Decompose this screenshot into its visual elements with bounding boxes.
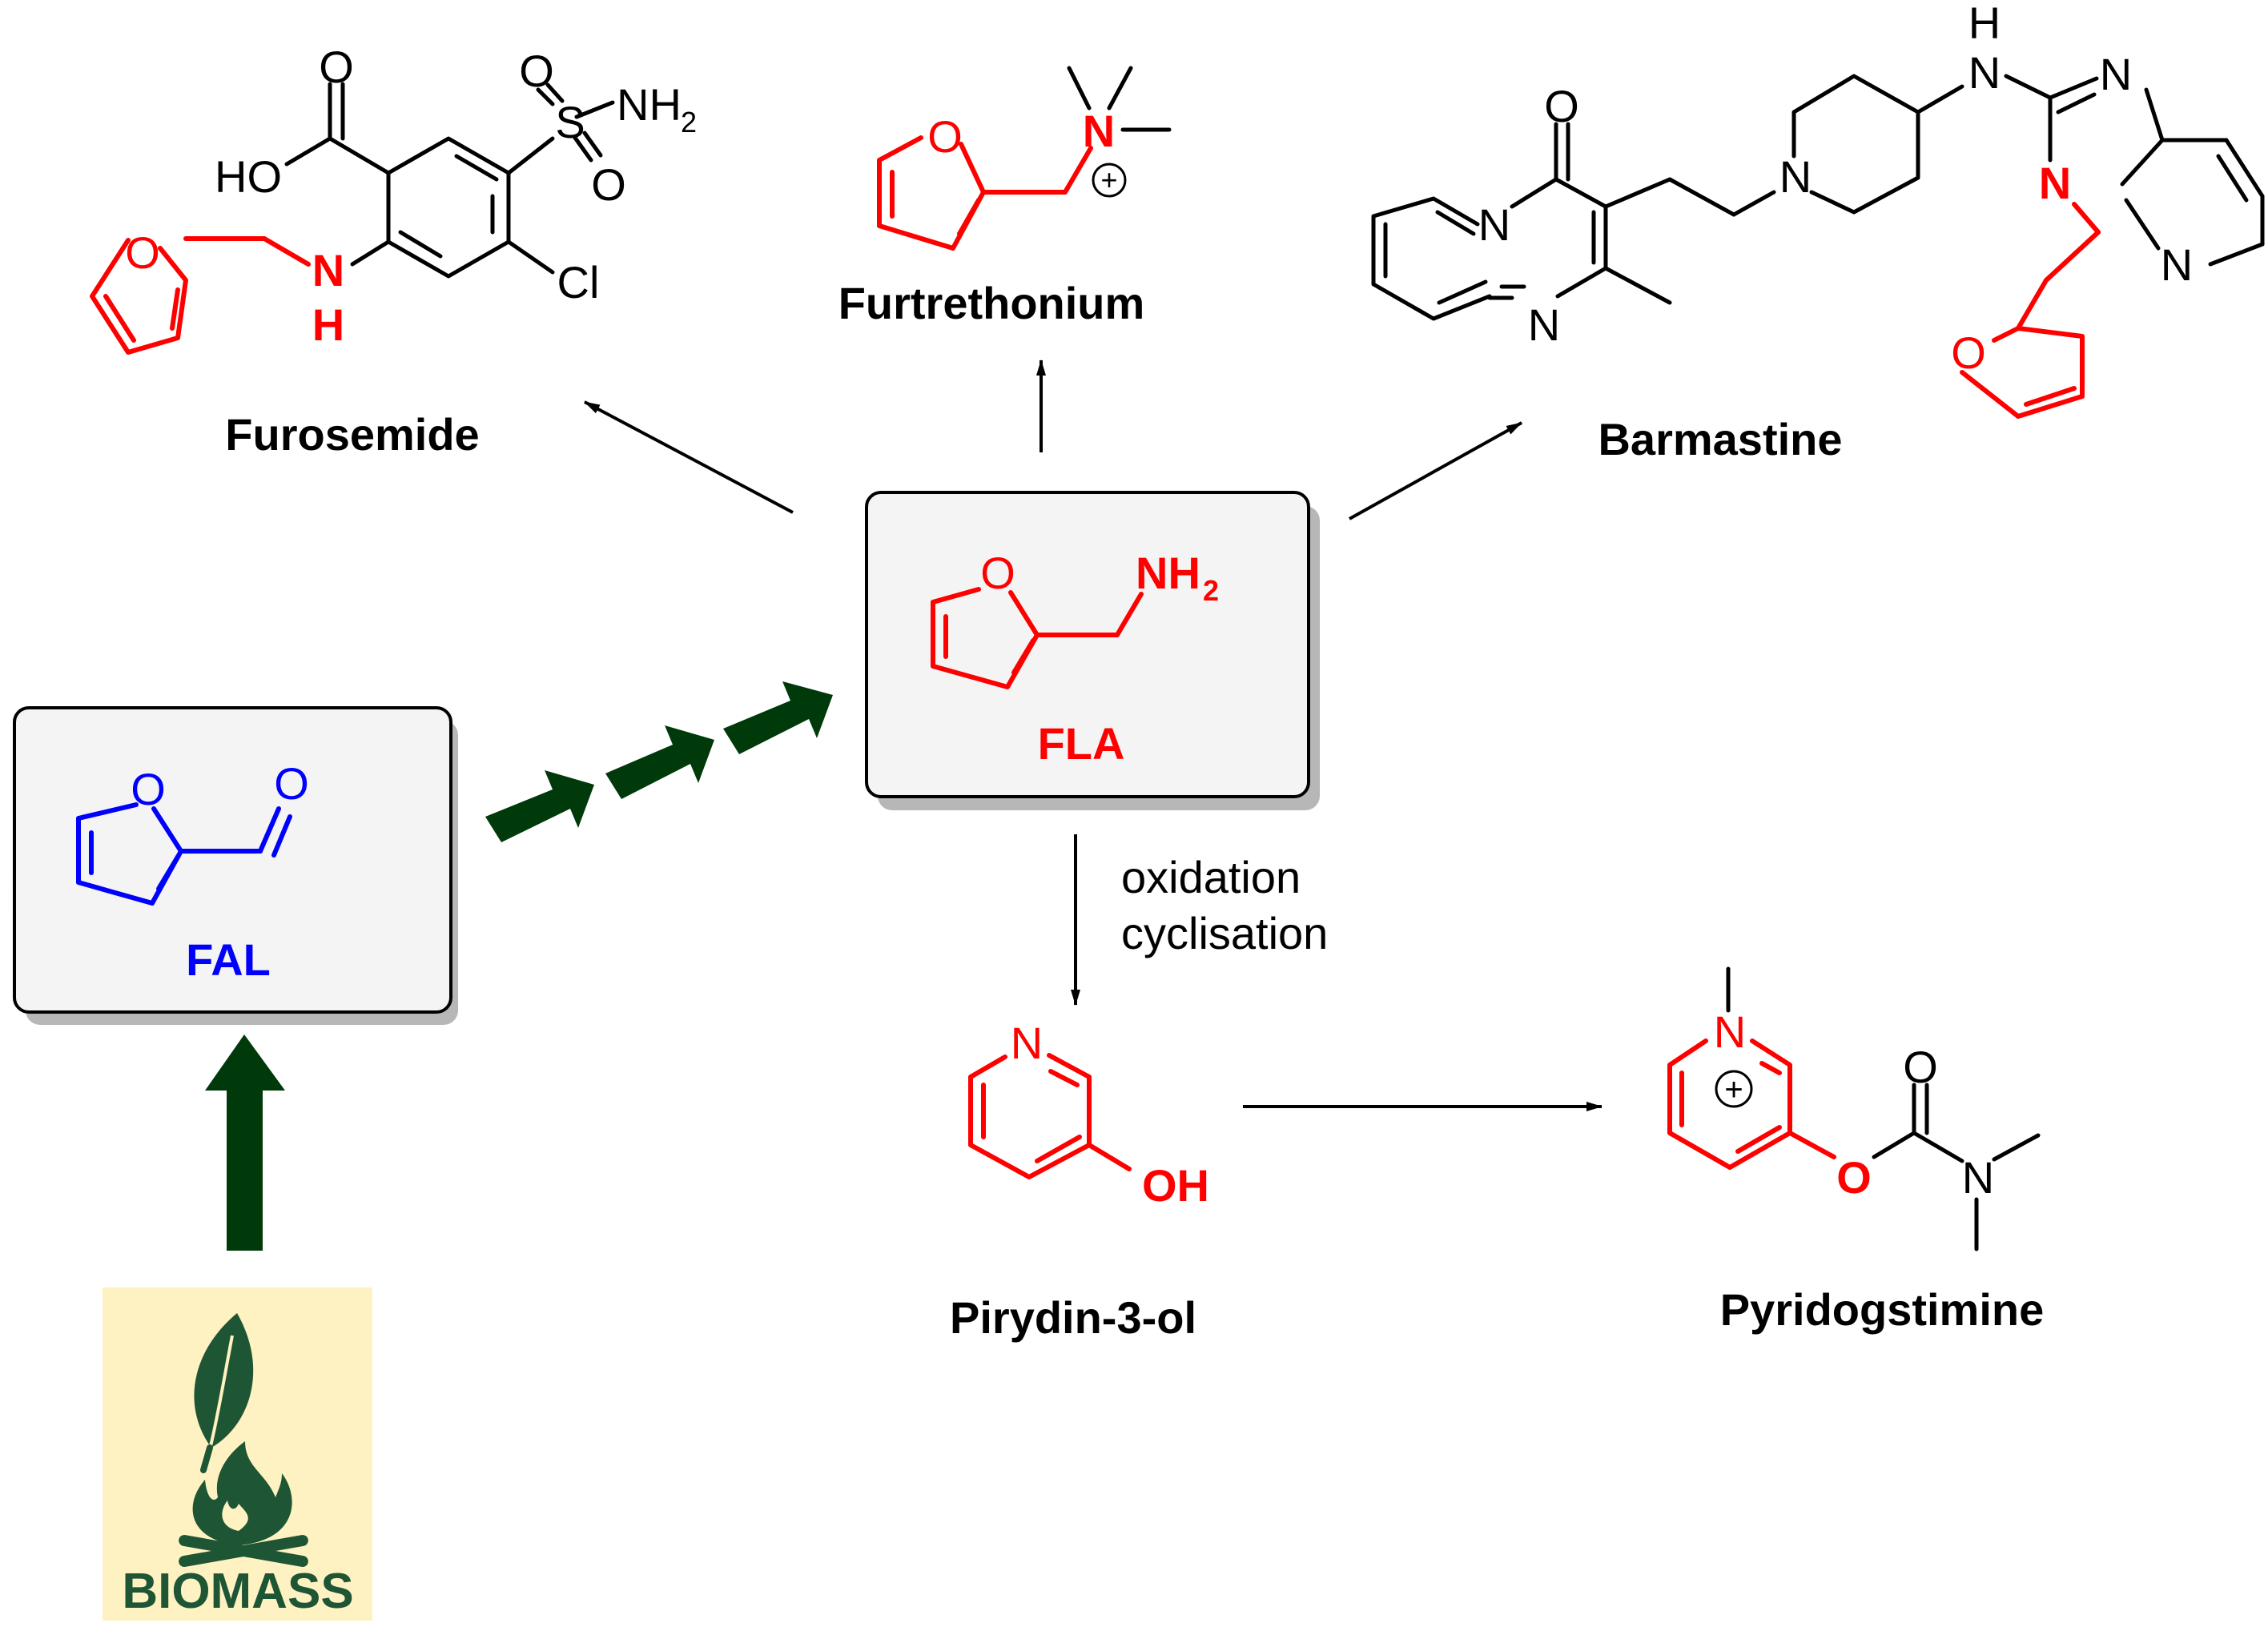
green-arrows-fal-to-fla: [485, 681, 833, 842]
condition-oxidation: oxidation: [1121, 852, 1301, 902]
barmastine-n-pyridine: N: [2161, 239, 2193, 290]
furosemide-ho: HO: [215, 151, 282, 202]
furosemide-s: S: [555, 97, 585, 147]
leaf-icon: [194, 1313, 254, 1473]
furosemide-nh2: NH: [617, 79, 682, 130]
fal-box: [13, 706, 458, 1025]
pyridinol-structure: N OH: [968, 1018, 1209, 1211]
pyridostigmine-o-ester: O: [1836, 1152, 1872, 1203]
arrow-fla-to-furosemide: [584, 400, 794, 514]
pyridostigmine-n-plus: N: [1714, 1006, 1746, 1057]
condition-cyclisation: cyclisation: [1121, 908, 1328, 958]
pyridostigmine-charge: +: [1724, 1072, 1743, 1107]
pyridostigmine-label: Pyridogstimine: [1720, 1284, 2045, 1335]
furtrethonium-o-furan: O: [927, 111, 963, 162]
furosemide-nh2-subscript: 2: [681, 106, 697, 139]
furosemide-label: Furosemide: [225, 409, 479, 460]
fal-structure: O O: [76, 758, 309, 906]
fla-nh2-subscript: 2: [1203, 574, 1219, 607]
biomass-label: BIOMASS: [122, 1564, 353, 1619]
furtrethonium-structure: O N +: [877, 66, 1172, 251]
pyridostigmine-o-carbonyl: O: [1903, 1042, 1938, 1092]
fla-nh2: NH: [1136, 548, 1200, 598]
furosemide-o-s1: O: [519, 46, 554, 96]
furtrethonium-label: Furtrethonium: [838, 278, 1145, 328]
barmastine-n-pyrimidine: N: [1528, 299, 1560, 350]
barmastine-o-furan: O: [1951, 327, 1986, 378]
furosemide-o-s2: O: [591, 159, 626, 210]
furosemide-structure: O HO S O O NH 2 Cl N H O: [90, 42, 697, 355]
furtrethonium-charge: +: [1100, 163, 1117, 196]
furosemide-h: H: [312, 299, 344, 350]
barmastine-n-imid-top: N: [2100, 49, 2132, 99]
arrow-fla-to-barmastine: [1349, 421, 1522, 520]
furosemide-o-carbonyl: O: [319, 42, 354, 92]
furosemide-o-furan: O: [125, 227, 160, 278]
furtrethonium-n: N: [1083, 106, 1115, 156]
barmastine-n-piperidine: N: [1779, 151, 1812, 202]
barmastine-o-carbonyl: O: [1544, 81, 1579, 131]
barmastine-nh-h: H: [1968, 0, 2001, 48]
fla-label: FLA: [1038, 718, 1125, 769]
pyridostigmine-structure: N + O O N: [1667, 966, 2041, 1251]
campfire-icon: [179, 1441, 308, 1568]
furosemide-n: N: [312, 245, 344, 295]
barmastine-nh-n: N: [1968, 47, 2001, 98]
pyridostigmine-n-amine: N: [1962, 1152, 1994, 1203]
pyridinol-n: N: [1011, 1018, 1043, 1068]
barmastine-n-imid-sub: N: [2039, 158, 2071, 208]
fal-label: FAL: [186, 934, 271, 985]
barmastine-label: Barmastine: [1598, 414, 1842, 464]
pyridinol-label: Pirydin-3-ol: [950, 1292, 1196, 1343]
fla-structure: O NH 2: [931, 548, 1219, 689]
barmastine-structure: O N N N N H N N N O: [1371, 0, 2265, 419]
biomass-tile: BIOMASS: [103, 1287, 372, 1621]
barmastine-n-bridge: N: [1478, 199, 1510, 250]
green-arrow-biomass-to-fal: [205, 1034, 285, 1251]
pyridinol-oh: OH: [1142, 1160, 1209, 1211]
fla-o-furan: O: [980, 548, 1015, 598]
fal-o-aldehyde: O: [274, 758, 309, 809]
fal-o-furan: O: [131, 764, 166, 814]
fla-box: [865, 491, 1320, 810]
furosemide-cl: Cl: [557, 257, 600, 307]
